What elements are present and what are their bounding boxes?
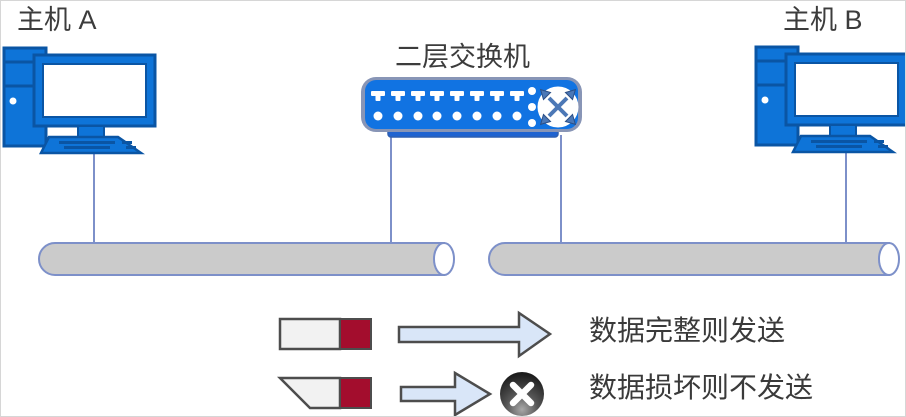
bus-cable-left <box>38 242 455 276</box>
bus-end-cap <box>433 242 455 276</box>
no-send-x-icon <box>500 372 544 416</box>
drop-arrow-icon <box>399 370 493 416</box>
host-b-label: 主机 B <box>783 5 863 35</box>
connection-lines <box>93 135 847 245</box>
send-arrow-icon <box>397 310 553 359</box>
host-a-icon <box>2 46 157 155</box>
legend-send-label: 数据完整则发送 <box>589 315 786 346</box>
layer2-switch-icon <box>361 77 582 138</box>
switch-label: 二层交换机 <box>395 42 530 72</box>
intact-frame-icon <box>278 317 372 351</box>
legend-no-send-label: 数据损坏则不发送 <box>589 372 814 403</box>
bus-cable-right <box>488 242 900 276</box>
damaged-frame-icon <box>276 376 372 410</box>
host-b-icon <box>754 45 905 154</box>
crossed-arrows-icon <box>536 85 580 129</box>
bus-end-cap <box>878 242 900 276</box>
host-a-label: 主机 A <box>17 5 97 35</box>
switch-ports <box>371 87 536 127</box>
